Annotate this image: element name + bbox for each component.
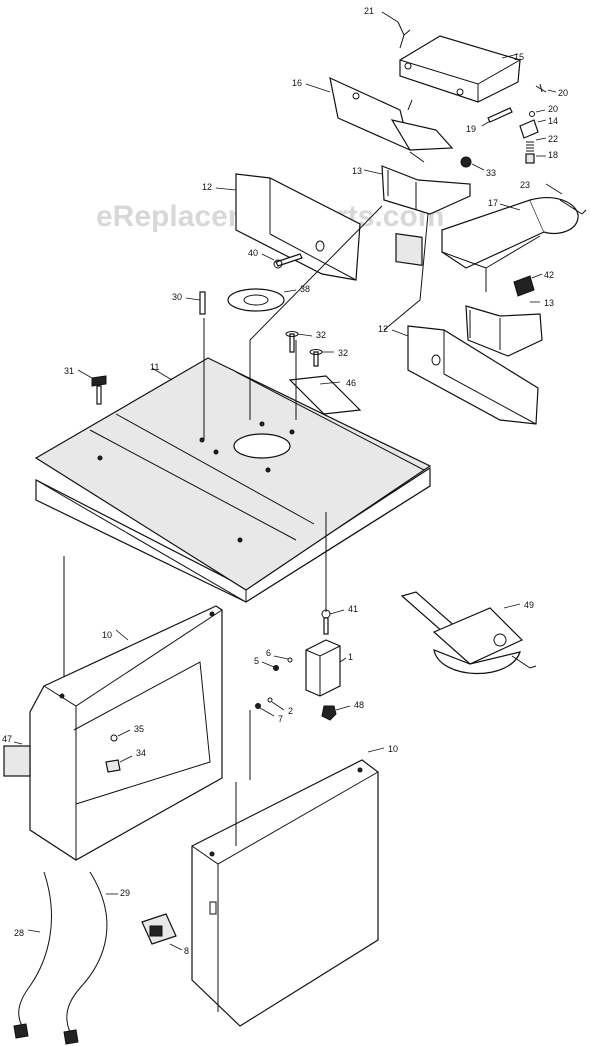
part-18-knob: [525, 153, 546, 164]
part-46-strip: [288, 375, 362, 415]
label-14: 14: [548, 116, 558, 126]
part-6-washer: [273, 655, 293, 663]
label-6: 6: [266, 648, 271, 658]
label-41: 41: [348, 604, 358, 614]
part-38-washer-ring: [227, 288, 297, 312]
label-10-a: 10: [102, 630, 112, 640]
label-31: 31: [64, 366, 74, 376]
label-46: 46: [346, 378, 356, 388]
part-16-guard-plate: [305, 76, 454, 163]
part-31-bolt: [77, 369, 107, 405]
label-32-b: 32: [338, 348, 348, 358]
label-23: 23: [520, 180, 530, 190]
label-1: 1: [348, 652, 353, 662]
label-47: 47: [2, 734, 12, 744]
label-17: 17: [488, 198, 498, 208]
label-12-b: 12: [378, 324, 388, 334]
part-1-bracket: [305, 639, 347, 697]
label-12-a: 12: [202, 182, 212, 192]
part-29-power-cord: [63, 871, 118, 1045]
part-41-bolt: [321, 609, 345, 635]
part-14-clip: [519, 119, 547, 139]
label-11: 11: [150, 362, 159, 372]
part-22-spring: [526, 137, 547, 152]
label-20-a: 20: [558, 88, 568, 98]
part-5-screw: [261, 661, 279, 671]
label-13-a: 13: [352, 166, 362, 176]
part-7-screw: [255, 703, 275, 717]
label-49: 49: [524, 600, 534, 610]
part-23-clamp: [545, 183, 587, 215]
label-35: 35: [134, 724, 144, 734]
label-22: 22: [548, 134, 558, 144]
label-10-b: 10: [388, 744, 398, 754]
part-28-power-cord: [13, 871, 52, 1039]
label-38: 38: [300, 284, 310, 294]
part-labels: 21 15 16 20 20 14 19 22 18 13 33 12 23 1…: [2, 6, 568, 956]
part-10-panel-right: [191, 747, 385, 1027]
part-30-rod: [185, 291, 206, 315]
label-15: 15: [514, 52, 524, 62]
label-5: 5: [254, 656, 259, 666]
part-42-knob: [513, 273, 543, 297]
label-30: 30: [172, 292, 182, 302]
part-11-table-top: [34, 318, 432, 700]
part-8-switch: [141, 913, 183, 951]
part-19-pin: [481, 107, 513, 127]
label-21: 21: [364, 6, 374, 16]
part-12-fence-lower: [391, 325, 539, 425]
label-2: 2: [288, 706, 293, 716]
label-33: 33: [486, 168, 496, 178]
part-13-guide-upper: [363, 165, 471, 266]
part-32-screw-a: [285, 331, 313, 353]
label-40: 40: [248, 248, 258, 258]
part-40-screw: [261, 253, 303, 269]
part-35-washer: [110, 729, 131, 742]
label-19: 19: [466, 124, 476, 134]
label-20-b: 20: [548, 104, 558, 114]
label-48: 48: [354, 700, 364, 710]
label-16: 16: [292, 78, 302, 88]
part-12-fence-upper: [215, 173, 361, 281]
label-34: 34: [136, 748, 146, 758]
part-47-panel: [3, 741, 31, 777]
label-42: 42: [544, 270, 554, 280]
label-8: 8: [184, 946, 189, 956]
label-18: 18: [548, 150, 558, 160]
part-15-bracket: [399, 35, 521, 103]
label-29: 29: [120, 888, 130, 898]
part-2-washer: [267, 697, 285, 711]
assembly-guide-lines: [235, 205, 429, 846]
part-17-dust-chute: [441, 197, 579, 292]
part-20-screw: [535, 83, 557, 93]
part-20-nut: [529, 109, 546, 117]
part-32-screw-b: [309, 349, 334, 367]
part-49-miter-gauge: [400, 591, 537, 675]
part-10-panel-left: [29, 605, 223, 861]
label-13-b: 13: [544, 298, 554, 308]
label-32-a: 32: [316, 330, 326, 340]
part-21-clip: [381, 11, 411, 49]
label-7: 7: [278, 714, 283, 724]
label-28: 28: [14, 928, 24, 938]
part-33-nut: [460, 156, 485, 171]
part-48-nut: [321, 705, 351, 721]
part-34-pad: [105, 755, 133, 773]
